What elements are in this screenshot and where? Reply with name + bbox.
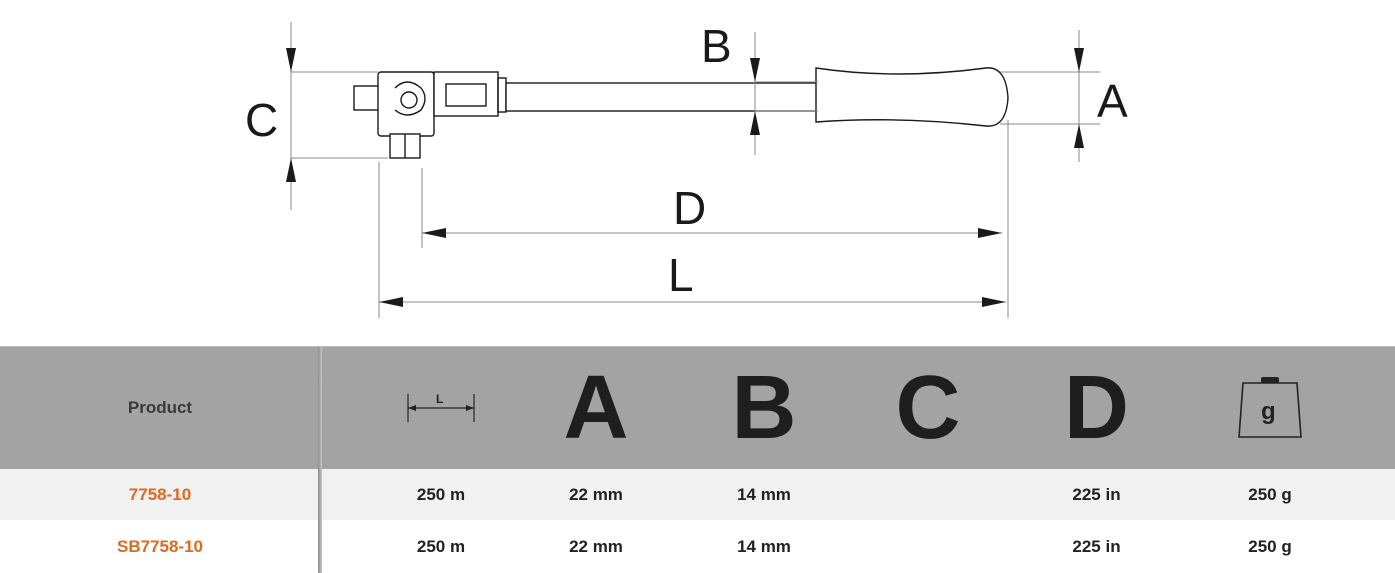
length-icon: L — [370, 347, 512, 469]
handle — [815, 67, 1009, 127]
length-icon-label: L — [436, 392, 443, 406]
weight-icon-label: g — [1261, 398, 1276, 425]
weight-icon: g — [1185, 347, 1355, 469]
header-c: C — [895, 358, 961, 458]
header-product: Product — [127, 398, 193, 417]
header-b: B — [731, 358, 797, 458]
product-link[interactable]: SB7758-10 — [116, 536, 203, 556]
tommy-bar — [505, 82, 819, 112]
cell-weight: 250 g — [1248, 484, 1292, 504]
cell-l: 250 m — [416, 484, 466, 504]
cell-c — [848, 469, 1008, 520]
cell-a: 22 mm — [569, 484, 623, 504]
cell-d: 225 in — [1072, 484, 1121, 504]
technical-drawing: C B A D L — [245, 20, 1128, 318]
header-d: D — [1064, 358, 1129, 458]
table-row: SB7758-10 250 m 22 mm 14 mm 225 in 250 g — [0, 520, 1395, 573]
cell-b: 14 mm — [737, 484, 791, 504]
dim-label-d: D — [673, 182, 706, 234]
table-row: 7758-10 250 m 22 mm 14 mm 225 in 250 g — [0, 469, 1395, 520]
column-divider — [318, 347, 322, 573]
product-link[interactable]: 7758-10 — [128, 484, 192, 504]
dim-label-c: C — [245, 94, 278, 146]
ratchet-head — [353, 71, 507, 159]
dim-label-a: A — [1097, 75, 1128, 127]
table-header-row: Product L A B C D g — [0, 347, 1395, 469]
dim-label-l: L — [668, 249, 694, 301]
cell-c — [848, 520, 1008, 573]
header-a: A — [563, 358, 629, 458]
cell-d: 225 in — [1072, 536, 1121, 556]
cell-l: 250 m — [416, 536, 466, 556]
cell-b: 14 mm — [737, 536, 791, 556]
spec-table: Product L A B C D g 7758-10 250 — [0, 346, 1395, 573]
cell-weight: 250 g — [1248, 536, 1292, 556]
cell-a: 22 mm — [569, 536, 623, 556]
dim-label-b: B — [701, 20, 732, 72]
